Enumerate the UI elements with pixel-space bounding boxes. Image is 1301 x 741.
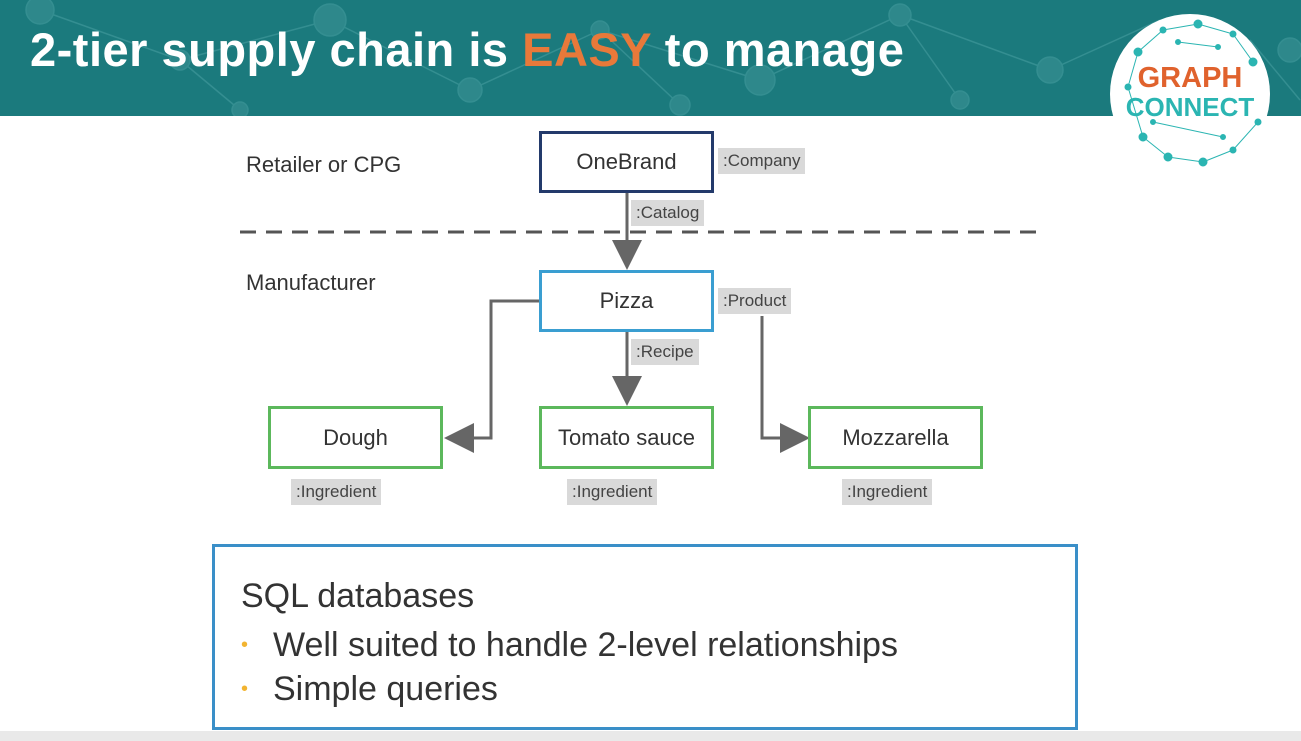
recipe-edge-mozzarella (760, 316, 810, 453)
tier-label-manufacturer: Manufacturer (246, 270, 376, 295)
title-suffix: to manage (651, 23, 905, 76)
tag-ingredient-tomato: :Ingredient (567, 479, 658, 505)
bullet-dot-icon: • (241, 678, 249, 700)
network-background (25, 0, 1301, 116)
node-mozzarella: Mozzarella (808, 406, 983, 469)
title-prefix: 2-tier supply chain is (30, 23, 523, 76)
summary-bullet: • Simple queries (241, 667, 898, 711)
bullet-dot-icon: • (241, 634, 249, 656)
node-onebrand: OneBrand (539, 131, 714, 193)
summary-bullet-text: Simple queries (273, 670, 498, 708)
node-dough-label: Dough (323, 424, 388, 450)
node-onebrand-label: OneBrand (576, 149, 677, 174)
summary-box: SQL databases • Well suited to handle 2-l… (212, 544, 1078, 730)
node-mozzarella-label: Mozzarella (842, 424, 949, 450)
tag-product: :Product (718, 288, 792, 314)
node-pizza: Pizza (539, 270, 714, 332)
summary-bullet-text: Well suited to handle 2-level relationsh… (273, 626, 898, 664)
summary-bullets: • Well suited to handle 2-level relations… (241, 623, 898, 711)
summary-heading: SQL databases (241, 577, 475, 615)
tag-ingredient-mozzarella: :Ingredient (842, 479, 933, 505)
summary-bullet: • Well suited to handle 2-level relations… (241, 623, 898, 667)
slide-title: 2-tier supply chain is EASY to manage (30, 22, 904, 77)
tier-label-retailer: Retailer or CPG (246, 152, 402, 177)
node-pizza-label: Pizza (599, 288, 654, 313)
node-tomato-sauce-label: Tomato sauce (558, 424, 695, 450)
title-accent: EASY (522, 23, 652, 76)
bottom-bar (0, 731, 1301, 741)
node-dough: Dough (268, 406, 443, 469)
graphconnect-logo: GRAPH CONNECT (1110, 14, 1270, 174)
logo-line2: CONNECT (1126, 92, 1255, 122)
recipe-edge-dough (444, 299, 540, 453)
tag-company: :Company (718, 148, 806, 174)
tag-ingredient-dough: :Ingredient (291, 479, 382, 505)
logo-line1: GRAPH (1138, 62, 1243, 94)
slide-header: 2-tier supply chain is EASY to manage (0, 0, 1301, 116)
tag-catalog: :Catalog (631, 200, 705, 226)
tag-recipe: :Recipe (631, 339, 699, 365)
node-tomato-sauce: Tomato sauce (539, 406, 714, 469)
